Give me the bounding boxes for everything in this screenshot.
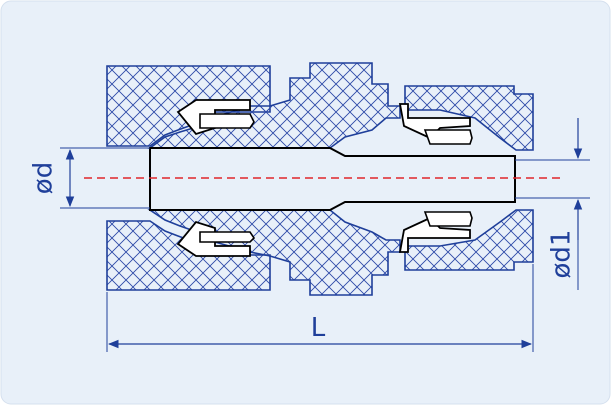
right-nut-section-bottom — [404, 209, 534, 271]
tube-bore — [149, 147, 516, 211]
right-ferrule-top-finger — [423, 129, 473, 145]
right-ferrule-top — [398, 103, 471, 140]
outlet-diameter-label: ød1 — [547, 230, 577, 279]
right-ferrule-bottom-finger — [423, 211, 473, 227]
right-ferrule-bottom — [398, 216, 471, 253]
length-label: L — [311, 313, 326, 343]
inner-diameter-label: ød — [29, 162, 59, 194]
left-ferrule-top-finger — [199, 113, 255, 129]
left-ferrule-bottom-finger — [199, 231, 256, 243]
right-nut-section-top — [404, 85, 534, 151]
